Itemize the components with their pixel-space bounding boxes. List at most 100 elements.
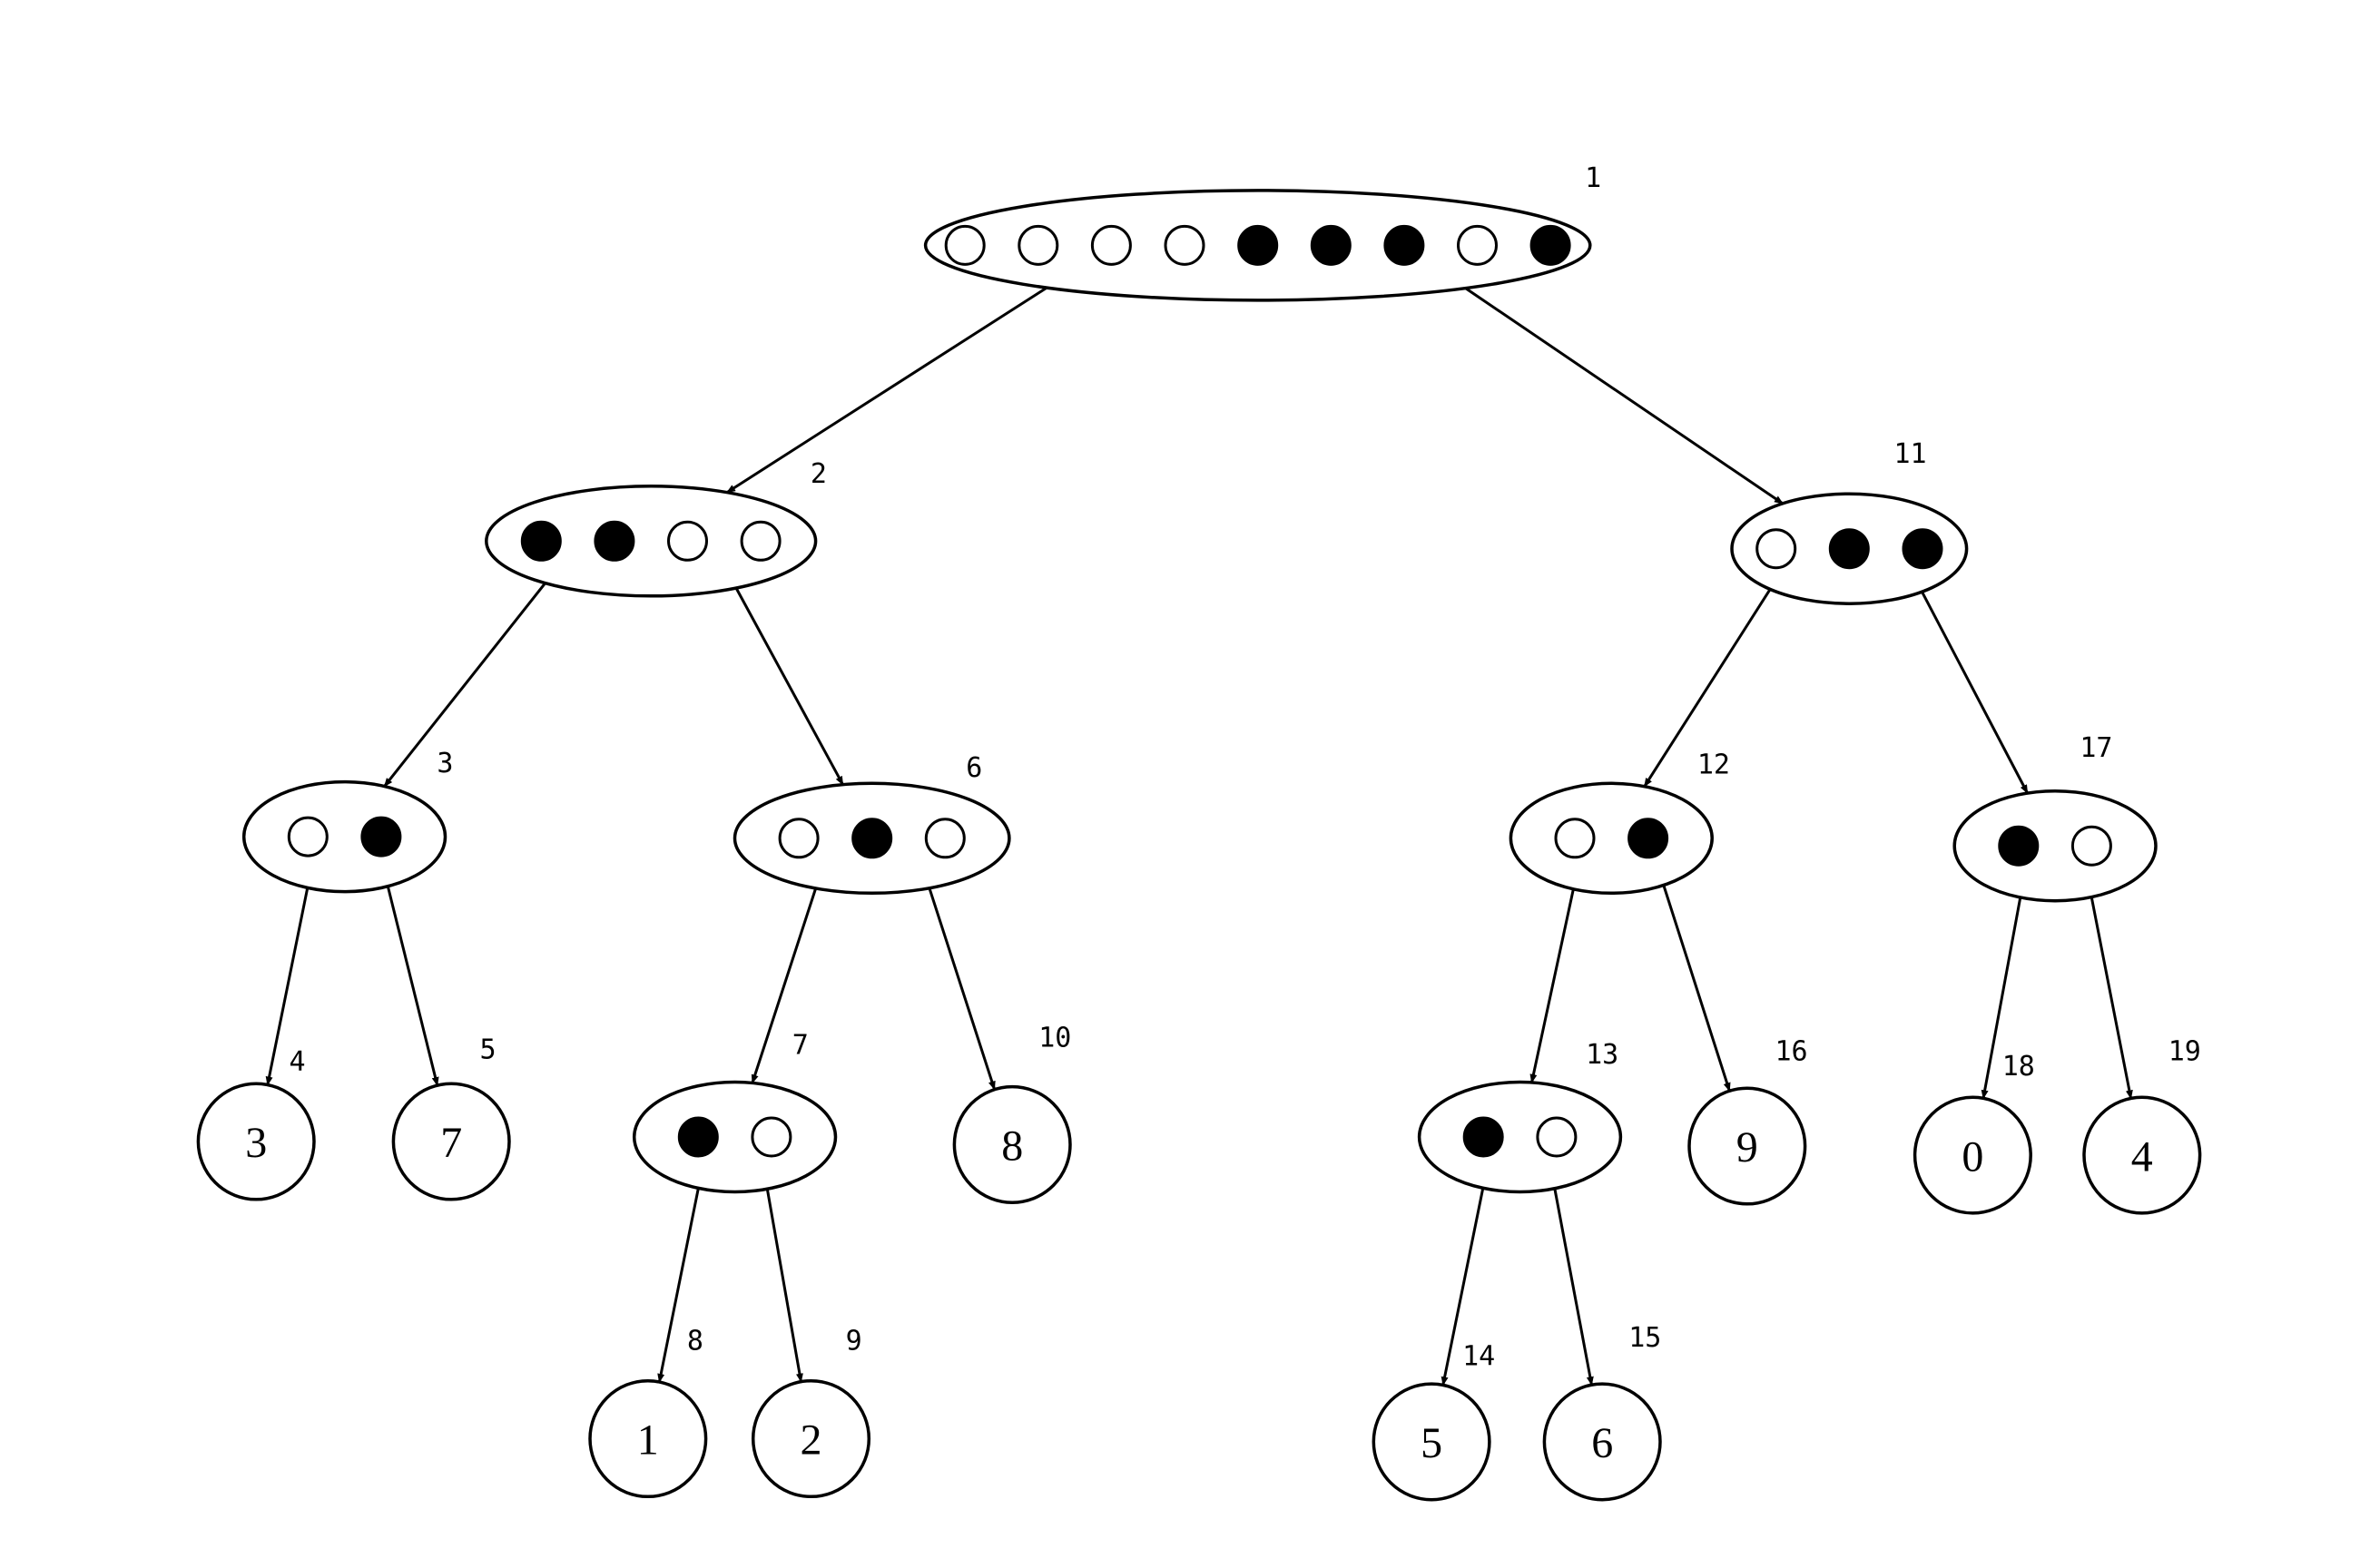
node-ellipse — [241, 779, 447, 894]
leaf-circle — [196, 1082, 316, 1201]
tree-node-3: 3 — [241, 748, 453, 894]
node-ellipse — [1509, 781, 1714, 896]
filled-dot — [1237, 224, 1279, 266]
empty-dot — [1554, 818, 1596, 859]
tree-node-15: 6 15 — [1542, 1322, 1662, 1502]
tree-node-16: 9 16 — [1687, 1035, 1808, 1206]
edge-12-13 — [1529, 888, 1575, 1083]
tree-node-13: 13 — [1417, 1039, 1623, 1194]
node-id-label: 1 — [1585, 162, 1601, 194]
empty-dot — [778, 818, 820, 859]
leaf-label: 7 — [440, 1119, 462, 1167]
tree-node-12: 12 — [1509, 750, 1730, 896]
filled-dot — [1310, 224, 1352, 266]
edge-3-5 — [386, 886, 439, 1087]
leaf-circle — [1372, 1382, 1491, 1502]
leaf-label: 2 — [801, 1416, 822, 1465]
filled-dot — [1998, 825, 2040, 867]
filled-dot — [1902, 528, 1943, 570]
node-ellipse — [485, 485, 818, 598]
empty-dot — [1090, 224, 1132, 266]
empty-dot — [740, 520, 782, 562]
filled-dot — [1828, 528, 1870, 570]
node-id-label: 15 — [1628, 1322, 1661, 1354]
edge-13-15 — [1553, 1188, 1594, 1387]
leaf-circle — [1542, 1382, 1662, 1502]
tree-node-19: 419 — [2082, 1035, 2202, 1215]
empty-dot — [667, 520, 708, 562]
tree-node-14: 5 14 — [1372, 1340, 1495, 1502]
edge-6-10 — [928, 887, 997, 1091]
edge-1-2 — [726, 286, 1048, 494]
edge-2-3 — [383, 582, 546, 788]
node-id-label: 13 — [1586, 1039, 1618, 1071]
filled-dot — [677, 1116, 719, 1158]
leaf-circle — [1687, 1086, 1807, 1206]
empty-dot — [924, 818, 966, 859]
leaf-label: 5 — [1421, 1419, 1442, 1467]
tree-node-17: 17 — [1952, 732, 2158, 903]
tree-node-18: 0 18 — [1913, 1051, 2035, 1215]
leaf-circle — [952, 1084, 1072, 1204]
leaf-circle — [588, 1378, 708, 1499]
leaf-label: 9 — [1736, 1123, 1758, 1171]
node-id-label: 9 — [846, 1326, 862, 1357]
filled-dot — [360, 816, 402, 858]
edge-11-17 — [1921, 591, 2029, 794]
edge-17-18 — [1981, 897, 2022, 1100]
edge-6-7 — [751, 887, 818, 1084]
filled-dot — [1529, 224, 1571, 266]
node-id-label: 7 — [792, 1030, 809, 1062]
edge-12-16 — [1662, 885, 1731, 1093]
node-id-label: 14 — [1462, 1340, 1495, 1372]
edges-layer — [265, 286, 2133, 1387]
filled-dot — [1627, 818, 1669, 859]
leaf-label: 1 — [637, 1416, 659, 1465]
node-id-label: 19 — [2168, 1035, 2201, 1067]
empty-dot — [1164, 224, 1205, 266]
node-id-label: 5 — [479, 1034, 496, 1066]
edge-2-6 — [734, 587, 844, 786]
tree-node-5: 75 — [391, 1034, 511, 1201]
node-id-label: 12 — [1697, 750, 1730, 781]
node-id-label: 10 — [1038, 1022, 1071, 1054]
empty-dot — [1018, 224, 1059, 266]
empty-dot — [1457, 224, 1498, 266]
leaf-label: 8 — [1001, 1122, 1023, 1171]
node-ellipse — [1417, 1080, 1623, 1194]
edge-7-9 — [765, 1188, 803, 1383]
edge-7-8 — [657, 1188, 700, 1383]
empty-dot — [1536, 1116, 1578, 1158]
tree-node-10: 8 10 — [952, 1022, 1072, 1204]
filled-dot — [520, 520, 562, 562]
leaf-circle — [1913, 1095, 2032, 1215]
edge-1-11 — [1464, 287, 1784, 505]
filled-dot — [851, 818, 893, 859]
empty-dot — [944, 224, 986, 266]
node-id-label: 16 — [1775, 1035, 1807, 1067]
filled-dot — [594, 520, 635, 562]
node-id-label: 6 — [966, 752, 982, 784]
tree-node-11: 11 — [1730, 438, 1969, 605]
filled-dot — [1383, 224, 1425, 266]
tree-node-1: 1 — [923, 162, 1601, 302]
node-ellipse — [1952, 789, 2158, 903]
tree-node-4: 34 — [196, 1046, 316, 1201]
empty-dot — [2070, 825, 2112, 867]
empty-dot — [751, 1116, 792, 1158]
leaf-circle — [751, 1378, 871, 1499]
leaf-label: 0 — [1962, 1132, 1983, 1181]
leaf-circle — [2082, 1095, 2202, 1215]
empty-dot — [1755, 528, 1797, 570]
node-id-label: 18 — [2002, 1051, 2035, 1083]
node-id-label: 4 — [289, 1046, 305, 1078]
node-id-label: 17 — [2080, 732, 2112, 764]
leaf-label: 3 — [245, 1119, 267, 1167]
leaf-label: 6 — [1591, 1419, 1613, 1467]
filled-dot — [1462, 1116, 1504, 1158]
edge-17-19 — [2090, 897, 2133, 1100]
edge-11-12 — [1643, 588, 1772, 788]
leaf-circle — [391, 1082, 511, 1201]
